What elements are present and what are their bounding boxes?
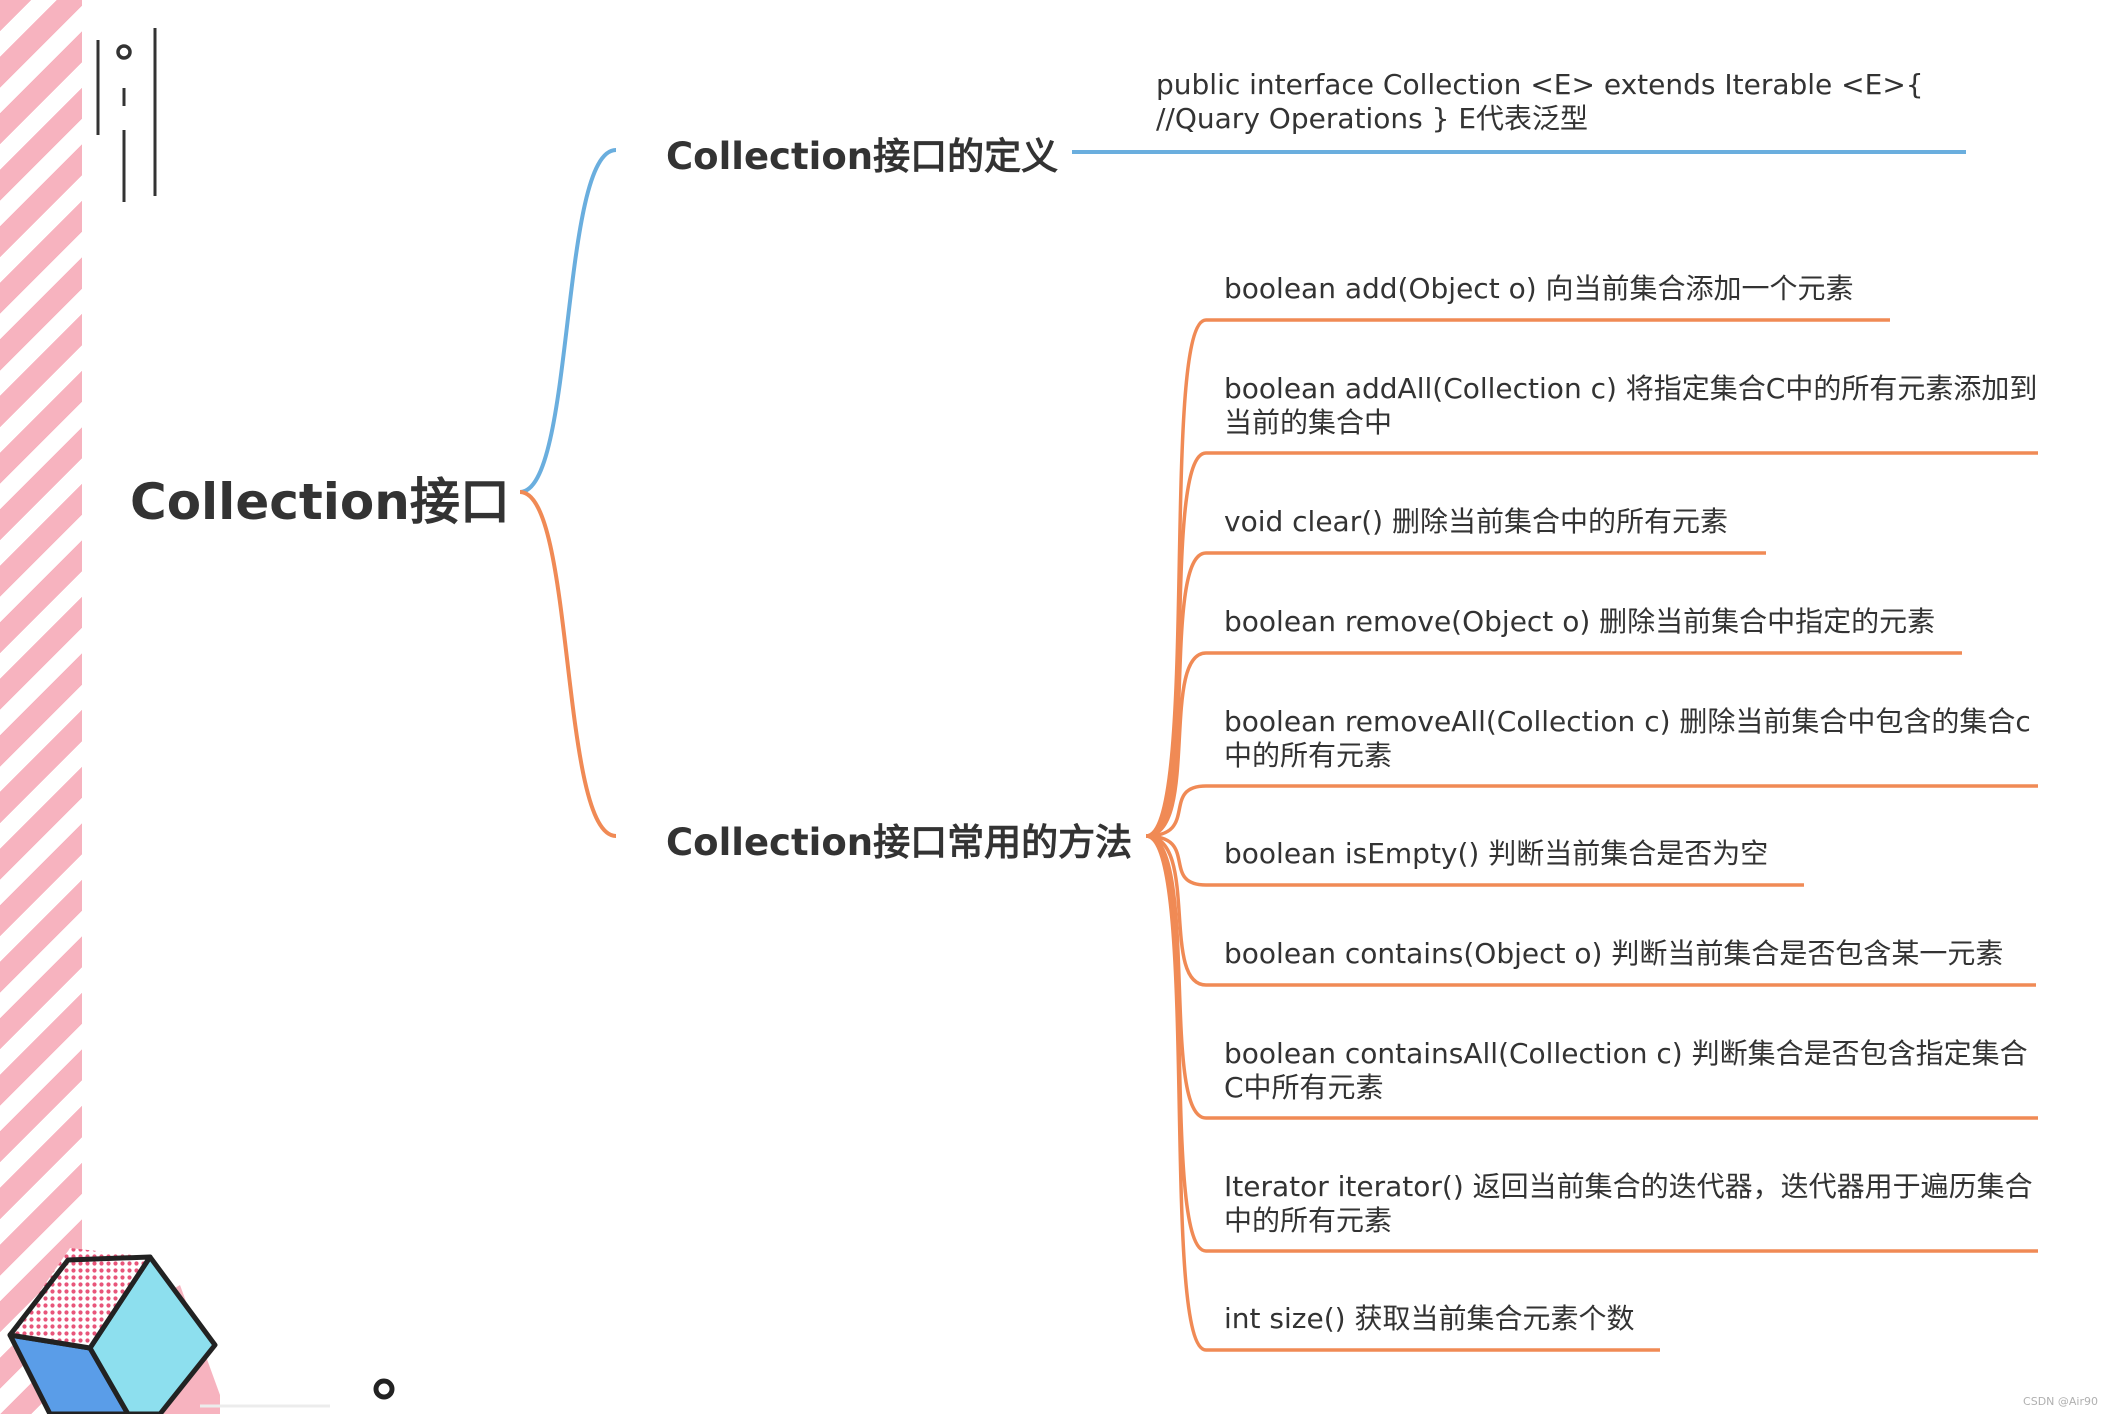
connector-method-2 (1145, 451, 1207, 838)
connector-method-4 (1145, 651, 1207, 838)
watermark: CSDN @Air90 (2023, 1395, 2098, 1408)
definition-text: public interface Collection <E> extends … (1156, 68, 1956, 136)
method-item-5: boolean removeAll(Collection c) 删除当前集合中包… (1224, 705, 2031, 772)
branch-definition: Collection接口的定义 (666, 135, 1059, 178)
cube-right-face (87, 1254, 218, 1414)
connector-method-9 (1145, 834, 1207, 1253)
method-item-10: int size() 获取当前集合元素个数 (1224, 1302, 1635, 1335)
connector-method-10 (1145, 834, 1207, 1352)
method-item-4: boolean remove(Object o) 删除当前集合中指定的元素 (1224, 605, 1936, 638)
connector-method-1 (1145, 318, 1207, 838)
connector-method-7 (1145, 834, 1207, 987)
method-item-6: boolean isEmpty() 判断当前集合是否为空 (1224, 837, 1769, 870)
definition-line-2: //Quary Operations } E代表泛型 (1156, 102, 1589, 135)
connector-method-3 (1145, 551, 1207, 838)
top-decoration (96, 28, 157, 202)
method-item-3: void clear() 删除当前集合中的所有元素 (1224, 505, 1728, 538)
definition-line-1: public interface Collection <E> extends … (1156, 68, 1924, 101)
branch-methods: Collection接口常用的方法 (666, 821, 1133, 864)
root-node: Collection接口 (130, 473, 510, 531)
connector-method-8 (1145, 834, 1207, 1120)
decor-circle (373, 1378, 395, 1400)
connector-method-5 (1145, 784, 1207, 838)
method-item-2: boolean addAll(Collection c) 将指定集合C中的所有元… (1224, 372, 2038, 439)
method-item-1: boolean add(Object o) 向当前集合添加一个元素 (1224, 272, 1854, 305)
connector-method-6 (1145, 834, 1207, 887)
striped-border (0, 0, 82, 1414)
connector-methods (519, 490, 617, 838)
method-item-9: Iterator iterator() 返回当前集合的迭代器，迭代器用于遍历集合… (1224, 1170, 2033, 1237)
method-item-8: boolean containsAll(Collection c) 判断集合是否… (1224, 1037, 2028, 1104)
method-item-7: boolean contains(Object o) 判断当前集合是否包含某一元… (1224, 937, 2004, 970)
decor-circle (116, 44, 132, 60)
connector-definition (519, 148, 617, 494)
